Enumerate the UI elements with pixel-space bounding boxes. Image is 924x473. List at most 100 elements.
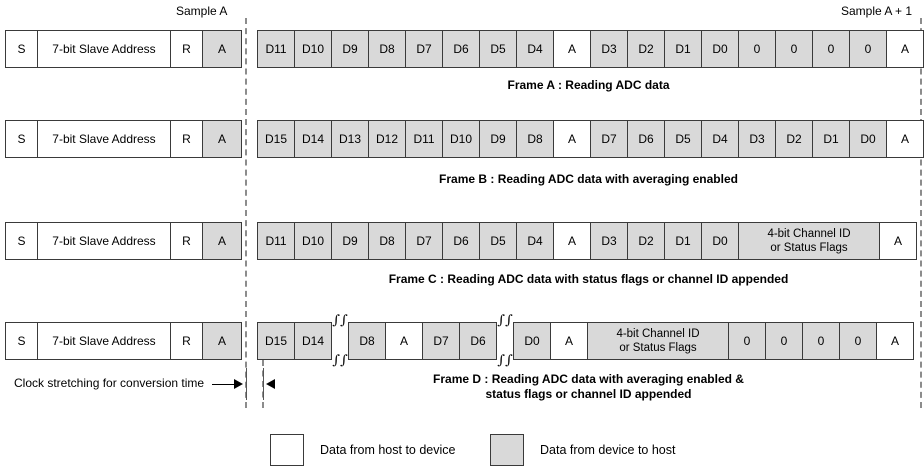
frame-cell: D10 — [442, 120, 480, 158]
frame-b-caption: Frame B : Reading ADC data with averagin… — [439, 172, 738, 186]
legend-label-device: Data from device to host — [540, 443, 676, 457]
frame-cell: D3 — [738, 120, 776, 158]
frame-c-caption: Frame C : Reading ADC data with status f… — [388, 272, 789, 286]
frame-cell: D8 — [348, 322, 386, 360]
frame-cell: D8 — [368, 30, 406, 68]
frame-cell: D4 — [516, 222, 554, 260]
clock-stretching-leader-line — [212, 384, 236, 385]
frame-cell: 7-bit Slave Address — [37, 120, 171, 158]
frame-cell: A — [385, 322, 423, 360]
frame-cell: D11 — [257, 30, 295, 68]
frame-cell: D6 — [459, 322, 497, 360]
frame-break-symbol — [496, 322, 514, 360]
frame-cell: D9 — [479, 120, 517, 158]
frame-cell: D7 — [590, 120, 628, 158]
frame-cell: 0 — [765, 322, 803, 360]
frame-cell: D11 — [405, 120, 443, 158]
frame-cell: A — [202, 30, 242, 68]
frame-cell: A — [553, 30, 591, 68]
frame-cell: D0 — [701, 222, 739, 260]
frame-cell: S — [5, 30, 38, 68]
frame-cell: D1 — [812, 120, 850, 158]
frame-d-caption: Frame D : Reading ADC data with averagin… — [433, 372, 744, 401]
sample-a-plus-1-boundary-line — [920, 18, 922, 408]
frame-cell: 4-bit Channel ID or Status Flags — [587, 322, 729, 360]
frame-cell: R — [170, 30, 203, 68]
frame-cell: D3 — [590, 30, 628, 68]
frame-cell: 0 — [812, 30, 850, 68]
frame-cell: D2 — [627, 222, 665, 260]
frame-cell: S — [5, 222, 38, 260]
frame-cell: R — [170, 222, 203, 260]
frame-cell: D7 — [405, 30, 443, 68]
clock-stretching-tick-right — [263, 368, 264, 400]
frame-cell: D4 — [701, 120, 739, 158]
frame-cell: D10 — [294, 30, 332, 68]
frame-break-symbol — [331, 322, 349, 360]
sample-a-plus-1-label: Sample A + 1 — [841, 4, 913, 18]
frame-cell: S — [5, 322, 38, 360]
clock-stretching-arrow-right — [234, 379, 243, 389]
frame-cell: A — [876, 322, 914, 360]
frame-cell: D1 — [664, 30, 702, 68]
frame-cell: D1 — [664, 222, 702, 260]
frame-cell: 7-bit Slave Address — [37, 30, 171, 68]
frame-cell: D0 — [849, 120, 887, 158]
legend-swatch-device — [490, 434, 524, 466]
frame-cell: A — [886, 120, 924, 158]
frame-cell: 0 — [849, 30, 887, 68]
frame-cell: D4 — [516, 30, 554, 68]
frame-cell: A — [202, 322, 242, 360]
frame-cell: R — [170, 120, 203, 158]
clock-stretching-tick-left — [246, 368, 247, 400]
frame-cell: D8 — [368, 222, 406, 260]
frame-cell: 0 — [728, 322, 766, 360]
frame-cell: D14 — [294, 120, 332, 158]
frame-cell: A — [886, 30, 924, 68]
legend-item-device: Data from device to host — [490, 434, 675, 466]
frame-cell: D3 — [590, 222, 628, 260]
clock-stretching-label: Clock stretching for conversion time — [14, 376, 205, 390]
frame-cell: D6 — [442, 30, 480, 68]
frame-cell: 0 — [839, 322, 877, 360]
frame-cell: D14 — [294, 322, 332, 360]
frame-cell: A — [202, 120, 242, 158]
frame-cell: D9 — [331, 30, 369, 68]
frame-cell: A — [553, 222, 591, 260]
legend-swatch-host — [270, 434, 304, 466]
frame-cell: D11 — [257, 222, 295, 260]
frame-cell: 0 — [802, 322, 840, 360]
frame-cell: D9 — [331, 222, 369, 260]
frame-a-caption: Frame A : Reading ADC data — [507, 78, 670, 92]
frame-cell: 4-bit Channel ID or Status Flags — [738, 222, 880, 260]
sample-a-label: Sample A — [176, 4, 228, 18]
frame-cell: R — [170, 322, 203, 360]
frame-d-payload-row: D15D14D8AD7D6D0A4-bit Channel ID or Stat… — [257, 322, 914, 360]
legend-item-host: Data from host to device — [270, 434, 455, 466]
frame-cell: D15 — [257, 120, 295, 158]
frame-cell: D12 — [368, 120, 406, 158]
sample-a-boundary-line — [245, 18, 247, 408]
frame-cell: 7-bit Slave Address — [37, 222, 171, 260]
frame-cell: D7 — [422, 322, 460, 360]
frame-cell: D5 — [664, 120, 702, 158]
frame-cell: 0 — [775, 30, 813, 68]
frame-cell: D5 — [479, 30, 517, 68]
frame-cell: D6 — [442, 222, 480, 260]
legend-label-host: Data from host to device — [320, 443, 456, 457]
frame-cell: D13 — [331, 120, 369, 158]
frame-cell: D0 — [701, 30, 739, 68]
frame-cell: D0 — [513, 322, 551, 360]
frame-cell: A — [550, 322, 588, 360]
frame-cell: A — [553, 120, 591, 158]
frame-cell: D7 — [405, 222, 443, 260]
frame-cell: D8 — [516, 120, 554, 158]
frame-cell: A — [202, 222, 242, 260]
